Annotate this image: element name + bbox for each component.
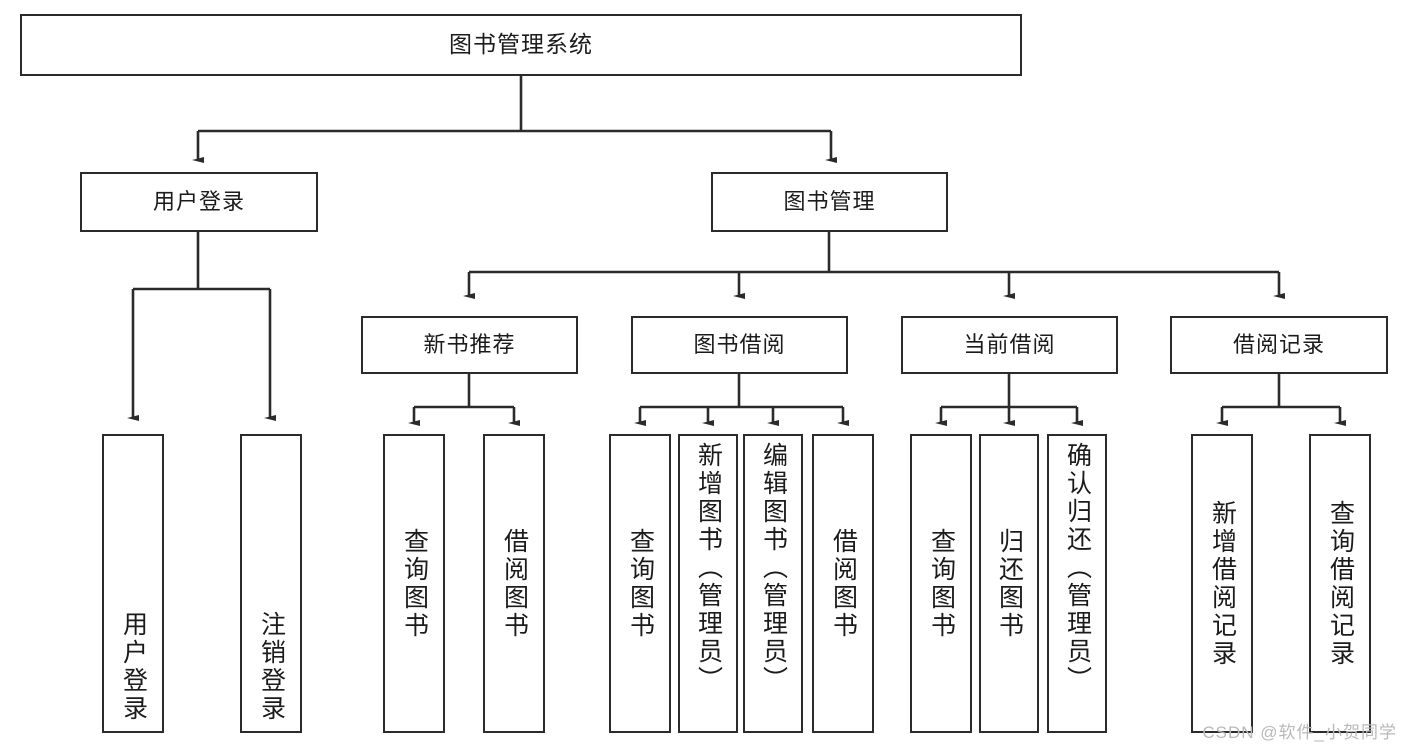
node-label: 查询图书 [400, 527, 429, 640]
node-root-book-management-system[interactable]: 图书管理系统 [20, 14, 1022, 76]
node-label: 图书借阅 [693, 331, 786, 357]
node-label: 用户登录 [119, 611, 148, 723]
leaf-borrow-record-query-record[interactable]: 查询借阅记录 [1309, 434, 1371, 733]
leaf-borrow-record-add-record[interactable]: 新增借阅记录 [1191, 434, 1253, 733]
node-book-borrow[interactable]: 图书借阅 [631, 316, 848, 374]
node-label: 新增图书（管理员） [694, 442, 723, 694]
leaf-new-book-borrow-book[interactable]: 借阅图书 [483, 434, 545, 733]
node-label: 借阅图书 [829, 527, 858, 640]
node-book-management[interactable]: 图书管理 [711, 172, 948, 232]
node-label: 借阅记录 [1232, 331, 1325, 357]
leaf-book-borrow-add-book-admin[interactable]: 新增图书（管理员） [678, 434, 738, 733]
leaf-user-login-login[interactable]: 用户登录 [102, 434, 164, 733]
node-label: 用户登录 [152, 188, 245, 214]
node-label: 当前借阅 [963, 331, 1056, 357]
leaf-book-borrow-edit-book-admin[interactable]: 编辑图书（管理员） [743, 434, 803, 733]
leaf-current-borrow-query-book[interactable]: 查询图书 [910, 434, 972, 733]
node-label: 图书管理系统 [449, 31, 593, 58]
node-current-borrow[interactable]: 当前借阅 [901, 316, 1118, 374]
node-label: 新书推荐 [423, 331, 516, 357]
node-label: 确认归还（管理员） [1063, 442, 1092, 694]
node-label: 新增借阅记录 [1208, 499, 1237, 668]
node-label: 图书管理 [783, 188, 876, 214]
node-label: 查询图书 [626, 527, 655, 640]
leaf-current-borrow-return-book[interactable]: 归还图书 [979, 434, 1039, 733]
node-label: 查询借阅记录 [1326, 499, 1355, 668]
node-borrow-record[interactable]: 借阅记录 [1170, 316, 1388, 374]
leaf-new-book-query-book[interactable]: 查询图书 [383, 434, 445, 733]
node-label: 归还图书 [995, 527, 1024, 640]
leaf-book-borrow-borrow-book[interactable]: 借阅图书 [812, 434, 874, 733]
node-user-login[interactable]: 用户登录 [80, 172, 318, 232]
node-label: 借阅图书 [500, 527, 529, 640]
node-label: 编辑图书（管理员） [759, 442, 788, 694]
watermark: CSDN @软件_小贺同学 [1202, 723, 1397, 742]
leaf-user-login-logout[interactable]: 注销登录 [240, 434, 302, 733]
leaf-current-borrow-confirm-return-admin[interactable]: 确认归还（管理员） [1047, 434, 1107, 733]
node-label: 注销登录 [257, 611, 286, 723]
node-label: 查询图书 [927, 527, 956, 640]
leaf-book-borrow-query-book[interactable]: 查询图书 [609, 434, 671, 733]
node-new-book-recommend[interactable]: 新书推荐 [361, 316, 578, 374]
